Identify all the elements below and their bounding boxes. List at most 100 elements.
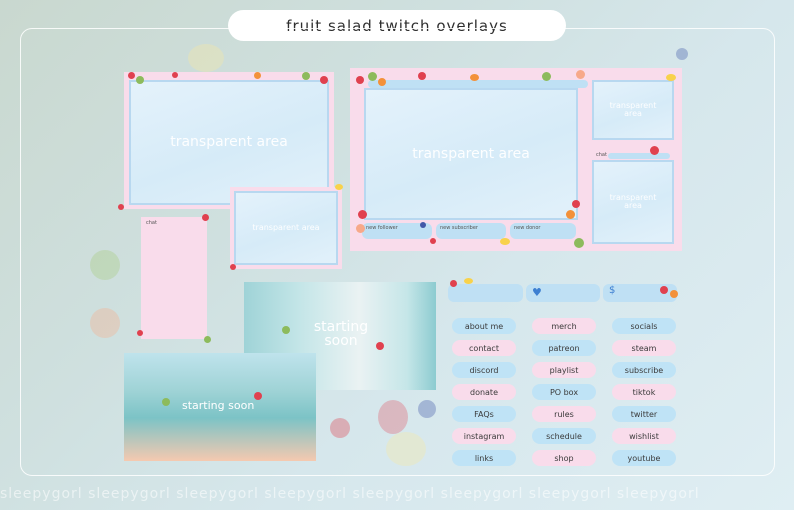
blueberry-deco	[676, 48, 688, 60]
apple-icon	[136, 76, 144, 84]
strawberry-icon-6	[358, 210, 367, 219]
panel-donate: donate	[452, 384, 516, 400]
transparent-area-small-label: transparent area	[252, 222, 320, 232]
apple-icon-5	[542, 72, 551, 81]
lemon-icon	[335, 184, 343, 190]
chat-overlay: chat	[141, 217, 207, 339]
apple-icon-3	[204, 336, 211, 343]
starting-soon-text-1: starting soon	[313, 319, 369, 349]
alert-bar-1	[448, 284, 523, 302]
dollar-icon: $	[609, 285, 616, 296]
top-bar	[368, 80, 588, 88]
strawberry-icon-8	[376, 342, 384, 350]
strawberry-icon-5	[650, 146, 659, 155]
apple-icon-2	[302, 72, 310, 80]
heart-icon: ♥	[532, 286, 542, 299]
title-banner: fruit salad twitch overlays	[228, 10, 566, 41]
panel-merch: merch	[532, 318, 596, 334]
panel-youtube: youtube	[612, 450, 676, 466]
strawberry-icon-7	[660, 286, 668, 294]
alert-bars: ♥ $	[448, 284, 680, 304]
watermark: sleepygorl sleepygorl sleepygorl sleepyg…	[0, 486, 700, 502]
donor-label: new donor	[514, 225, 541, 231]
apple-deco	[90, 250, 120, 280]
strawberry-icon-9	[254, 392, 262, 400]
chat-area-label: transparent area	[609, 192, 657, 210]
lemon-icon-4	[464, 278, 473, 284]
panel-subscribe: subscribe	[612, 362, 676, 378]
apple-icon-6	[574, 238, 584, 248]
panel-schedule: schedule	[532, 428, 596, 444]
apple-icon-4	[368, 72, 377, 81]
orange-icon	[254, 72, 261, 79]
page-title: fruit salad twitch overlays	[286, 16, 508, 35]
panel-patreon: patreon	[532, 340, 596, 356]
chat-label-2: chat	[596, 152, 607, 158]
game-transparent-area: transparent area	[364, 88, 578, 220]
alert-bar-3: $	[603, 284, 677, 302]
strawberry-icon	[172, 72, 178, 78]
strawberry-icon-4	[418, 72, 426, 80]
starting-soon-text-2: starting soon	[182, 399, 255, 412]
alert-bar-2: ♥	[526, 284, 600, 302]
follower-alert: new follower	[362, 223, 432, 239]
cherry-icon-6	[572, 200, 580, 208]
cherry-deco	[330, 418, 350, 438]
cherry-icon-4	[137, 330, 143, 336]
panel-steam: steam	[612, 340, 676, 356]
apple-icon-7	[282, 326, 290, 334]
cherry-icon-8	[450, 280, 457, 287]
panel-instagram: instagram	[452, 428, 516, 444]
transparent-area-small: transparent area	[234, 191, 338, 265]
panel-contact: contact	[452, 340, 516, 356]
panel-about-me: about me	[452, 318, 516, 334]
lemon-icon-3	[500, 238, 510, 245]
webcam-overlay-large: transparent area	[124, 72, 334, 209]
cherry-icon-5	[356, 76, 364, 84]
donor-alert: new donor	[510, 223, 576, 239]
follower-label: new follower	[366, 225, 398, 231]
panel-socials: socials	[612, 318, 676, 334]
transparent-area-label: transparent area	[170, 134, 288, 151]
blueberry-deco-2	[418, 400, 436, 418]
panel-faqs: FAQs	[452, 406, 516, 422]
panel-playlist: playlist	[532, 362, 596, 378]
chat-transparent-area: transparent area	[592, 160, 674, 244]
panel-twitter: twitter	[612, 406, 676, 422]
panel-po-box: PO box	[532, 384, 596, 400]
strawberry-deco	[378, 400, 408, 434]
transparent-area: transparent area	[129, 80, 329, 205]
subscriber-alert: new subscriber	[436, 223, 506, 239]
game-area-label: transparent area	[412, 145, 530, 162]
chat-bar	[608, 153, 670, 159]
cherry-icon-3	[230, 264, 236, 270]
strawberry-icon-2	[320, 76, 328, 84]
lemon-icon-2	[666, 74, 676, 81]
cherry-icon-2	[202, 214, 209, 221]
peach-icon	[576, 70, 585, 79]
panel-rules: rules	[532, 406, 596, 422]
full-stream-overlay: transparent area transparent area chat t…	[350, 68, 682, 251]
cam-transparent-area: transparent area	[592, 80, 674, 140]
orange-icon-3	[470, 74, 479, 81]
chat-label: chat	[146, 220, 157, 226]
cam-area-label: transparent area	[609, 100, 657, 118]
content-frame	[20, 28, 775, 476]
peach-icon-2	[356, 224, 365, 233]
panel-tiktok: tiktok	[612, 384, 676, 400]
orange-icon-4	[566, 210, 575, 219]
strawberry-icon-3	[118, 204, 124, 210]
blueberry-icon	[420, 222, 426, 228]
cherry-icon-7	[430, 238, 436, 244]
panel-links: links	[452, 450, 516, 466]
panel-wishlist: wishlist	[612, 428, 676, 444]
webcam-overlay-small: transparent area	[230, 187, 342, 269]
panel-shop: shop	[532, 450, 596, 466]
lemon-deco	[188, 44, 224, 72]
orange-icon-5	[670, 290, 678, 298]
apple-icon-8	[162, 398, 170, 406]
lemon-deco-2	[386, 432, 426, 466]
panel-discord: discord	[452, 362, 516, 378]
orange-icon-2	[378, 78, 386, 86]
peach-deco	[90, 308, 120, 338]
